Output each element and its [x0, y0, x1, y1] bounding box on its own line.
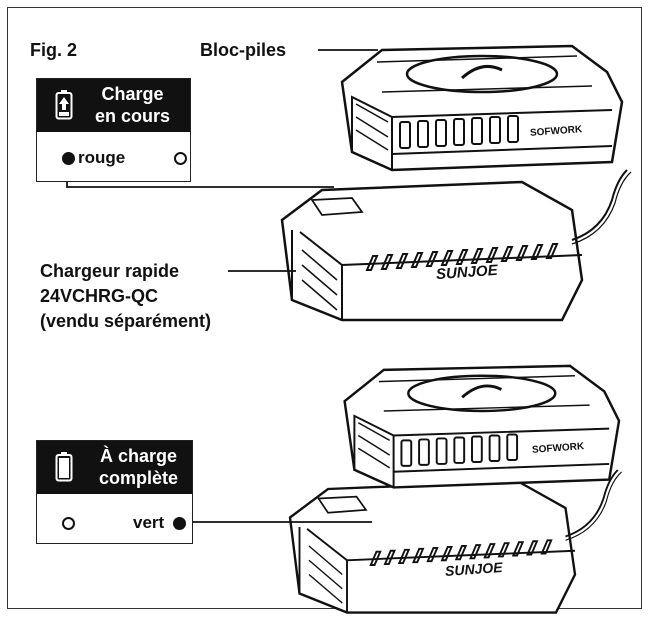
led-off-indicator — [174, 152, 187, 165]
battery-bottom — [345, 366, 619, 488]
charging-status-box: Charge en cours rouge — [36, 78, 191, 182]
red-led-on-indicator — [62, 152, 75, 165]
battery-pack-label: Bloc-piles — [200, 40, 286, 61]
full-title-line-2: complète — [99, 467, 178, 489]
full-status-box: À charge complète vert — [36, 440, 193, 544]
full-title-line-1: À charge — [99, 445, 178, 467]
charger-label-line-2: 24VCHRG-QC — [40, 284, 211, 309]
figure-label: Fig. 2 — [30, 40, 77, 61]
green-led-label: vert — [133, 513, 164, 533]
charger-top — [282, 170, 631, 320]
full-status-header: À charge complète — [37, 441, 192, 494]
led-off-indicator-full — [62, 517, 75, 530]
charging-status-header: Charge en cours — [37, 79, 190, 132]
battery-charging-icon — [55, 90, 73, 120]
charging-title-line-1: Charge — [95, 83, 170, 105]
battery-top — [342, 46, 622, 170]
green-led-on-indicator — [173, 517, 186, 530]
charger-label-line-1: Chargeur rapide — [40, 259, 211, 284]
charger-label-line-3: (vendu séparément) — [40, 309, 211, 334]
red-led-label: rouge — [78, 148, 125, 168]
charging-title-line-2: en cours — [95, 105, 170, 127]
battery-full-icon — [55, 452, 73, 482]
charger-label: Chargeur rapide 24VCHRG-QC (vendu séparé… — [40, 259, 211, 334]
charging-status-title: Charge en cours — [95, 83, 170, 127]
charger-bottom — [290, 470, 622, 613]
full-status-title: À charge complète — [99, 445, 178, 489]
